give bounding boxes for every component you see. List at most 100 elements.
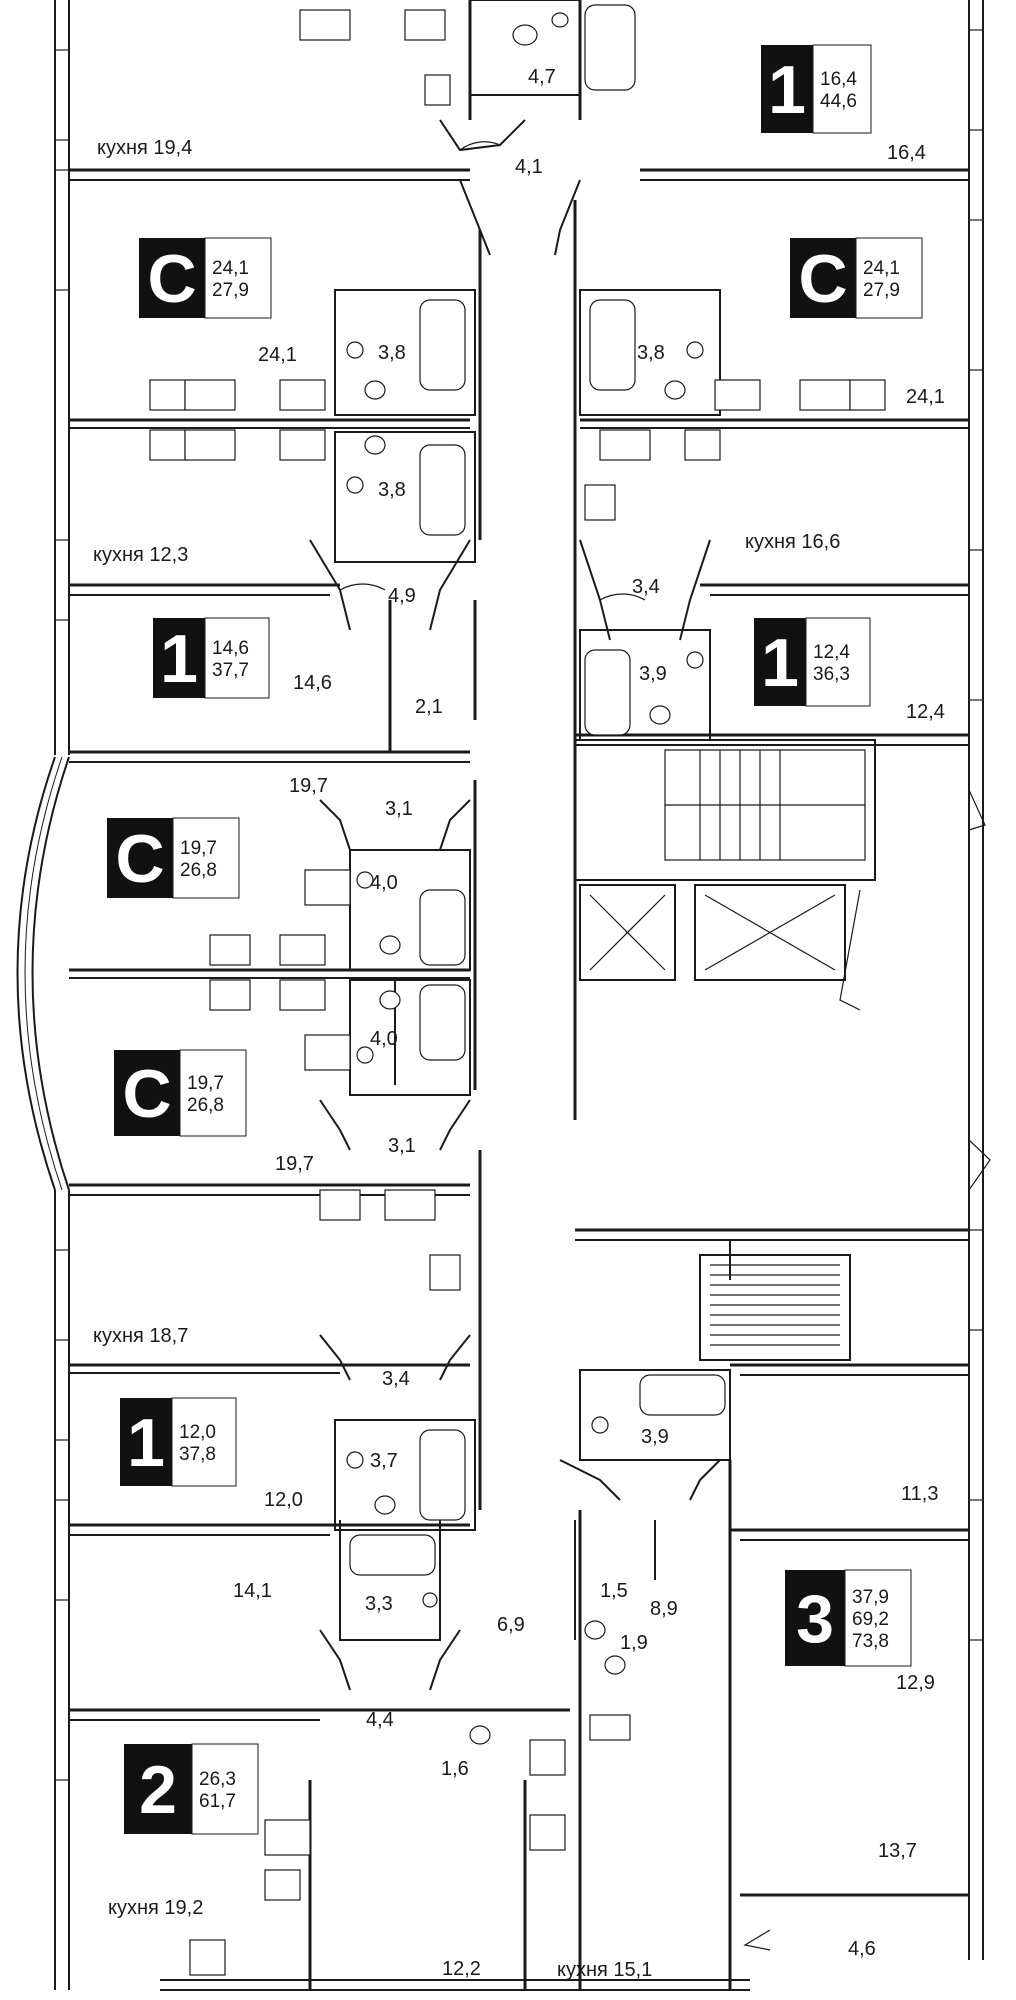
room-label: 3,8 bbox=[378, 479, 406, 501]
room-label: 4,0 bbox=[370, 1028, 398, 1050]
room-label: 12,0 bbox=[264, 1489, 303, 1511]
room-labels: кухня 19,4 4,7 4,1 16,4 24,1 3,8 3,8 24,… bbox=[93, 66, 945, 1981]
room-label: 1,5 bbox=[600, 1580, 628, 1602]
bathrooms bbox=[334, 0, 731, 1745]
room-label: кухня 15,1 bbox=[557, 1959, 652, 1981]
room-label: 6,9 bbox=[497, 1614, 525, 1636]
balcony-doors bbox=[743, 789, 991, 1951]
room-label: 2,1 bbox=[415, 696, 443, 718]
room-label: 3,9 bbox=[639, 663, 667, 685]
room-label: 12,9 bbox=[896, 1672, 935, 1694]
total-area-value: 44,6 bbox=[820, 91, 857, 112]
room-label: 3,4 bbox=[632, 576, 660, 598]
apartment-area-box bbox=[812, 44, 872, 134]
room-label: 4,7 bbox=[528, 66, 556, 88]
room-label: 4,9 bbox=[388, 585, 416, 607]
total-area-value: 37,7 bbox=[212, 660, 249, 681]
apartment-type-box bbox=[114, 1050, 180, 1136]
apartment-type-box bbox=[107, 818, 173, 898]
apartment-type-box bbox=[754, 618, 806, 706]
room-label: 12,4 bbox=[906, 701, 945, 723]
apartment-area-box bbox=[191, 1743, 259, 1835]
apartment-type-box bbox=[124, 1744, 192, 1834]
room-label: 13,7 bbox=[878, 1840, 917, 1862]
living-area-value: 24,1 bbox=[212, 258, 249, 279]
room-label: 19,7 bbox=[275, 1153, 314, 1175]
apartment-badge: 1 14,637,7 bbox=[153, 617, 270, 699]
apartment-type-box bbox=[153, 618, 205, 698]
apartment-badge: С 19,726,8 bbox=[114, 1049, 247, 1137]
room-label: 12,2 bbox=[442, 1958, 481, 1980]
room-label: 4,1 bbox=[515, 156, 543, 178]
apartment-type-label: 1 bbox=[768, 52, 806, 128]
entry-lobbies bbox=[309, 119, 721, 1691]
total-area-value: 73,8 bbox=[852, 1631, 889, 1652]
living-area-value: 24,1 bbox=[863, 258, 900, 279]
living-area-value: 37,9 bbox=[852, 1587, 889, 1608]
living-area-value: 19,7 bbox=[187, 1073, 224, 1094]
room-label: кухня 16,6 bbox=[745, 531, 840, 553]
apartment-type-label: 1 bbox=[127, 1405, 165, 1481]
apartment-type-label: С bbox=[115, 821, 164, 897]
apartment-type-box bbox=[120, 1398, 172, 1486]
room-label: 14,6 bbox=[293, 672, 332, 694]
facade-walls bbox=[16, 0, 984, 1991]
room-label: 4,4 bbox=[366, 1709, 394, 1731]
room-label: 1,6 bbox=[441, 1758, 469, 1780]
apartment-type-box bbox=[761, 45, 813, 133]
apartment-badge: 2 26,361,7 bbox=[124, 1743, 259, 1835]
room-label: 3,8 bbox=[378, 342, 406, 364]
apartment-area-box bbox=[172, 817, 240, 899]
living-area-value: 12,0 bbox=[179, 1422, 216, 1443]
living-area-value: 19,7 bbox=[180, 838, 217, 859]
apartment-type-label: С bbox=[798, 241, 847, 317]
apartment-type-label: С bbox=[122, 1056, 171, 1132]
apartment-type-label: 1 bbox=[160, 621, 198, 697]
room-label: кухня 19,4 bbox=[97, 137, 192, 159]
living-area-value: 26,3 bbox=[199, 1769, 236, 1790]
living-area-value: 16,4 bbox=[820, 69, 857, 90]
room-label: 3,3 bbox=[365, 1593, 393, 1615]
apartment-badge: С 24,127,9 bbox=[139, 237, 272, 319]
apartment-area-box bbox=[204, 617, 270, 699]
total-area-value: 26,8 bbox=[187, 1095, 224, 1116]
room-label: 19,7 bbox=[289, 775, 328, 797]
total-area-value: 26,8 bbox=[180, 860, 217, 881]
living-area-value: 12,4 bbox=[813, 642, 850, 663]
apartment-type-label: С bbox=[147, 241, 196, 317]
apartment-area-box bbox=[805, 617, 871, 707]
apartment-type-label: 1 bbox=[761, 625, 799, 701]
total-area-value: 61,7 bbox=[199, 1791, 236, 1812]
lifts bbox=[579, 884, 846, 981]
kitchen-counters bbox=[149, 9, 886, 1976]
room-label: 3,1 bbox=[388, 1135, 416, 1157]
room-label: 3,4 bbox=[382, 1368, 410, 1390]
room-label: 16,4 bbox=[887, 142, 926, 164]
room-label: 3,9 bbox=[641, 1426, 669, 1448]
room-label: 4,6 bbox=[848, 1938, 876, 1960]
apartment-type-box bbox=[785, 1570, 845, 1666]
apartment-area-box bbox=[844, 1569, 912, 1667]
apartment-type-label: 3 bbox=[796, 1581, 834, 1657]
area-value: 69,2 bbox=[852, 1609, 889, 1630]
apartment-type-label: 2 bbox=[139, 1752, 177, 1828]
staircase-top bbox=[574, 739, 876, 881]
room-label: кухня 12,3 bbox=[93, 544, 188, 566]
apartment-type-box bbox=[790, 238, 856, 318]
room-label: 14,1 bbox=[233, 1580, 272, 1602]
facade-windows bbox=[55, 29, 983, 1781]
apartment-badge: С 19,726,8 bbox=[107, 817, 240, 899]
room-label: 3,8 bbox=[637, 342, 665, 364]
room-label: 24,1 bbox=[258, 344, 297, 366]
partition-walls bbox=[69, 0, 969, 1990]
apartment-area-box bbox=[855, 237, 923, 319]
living-area-value: 14,6 bbox=[212, 638, 249, 659]
apartment-area-box bbox=[204, 237, 272, 319]
room-label: 11,3 bbox=[901, 1483, 938, 1505]
total-area-value: 27,9 bbox=[212, 280, 249, 301]
